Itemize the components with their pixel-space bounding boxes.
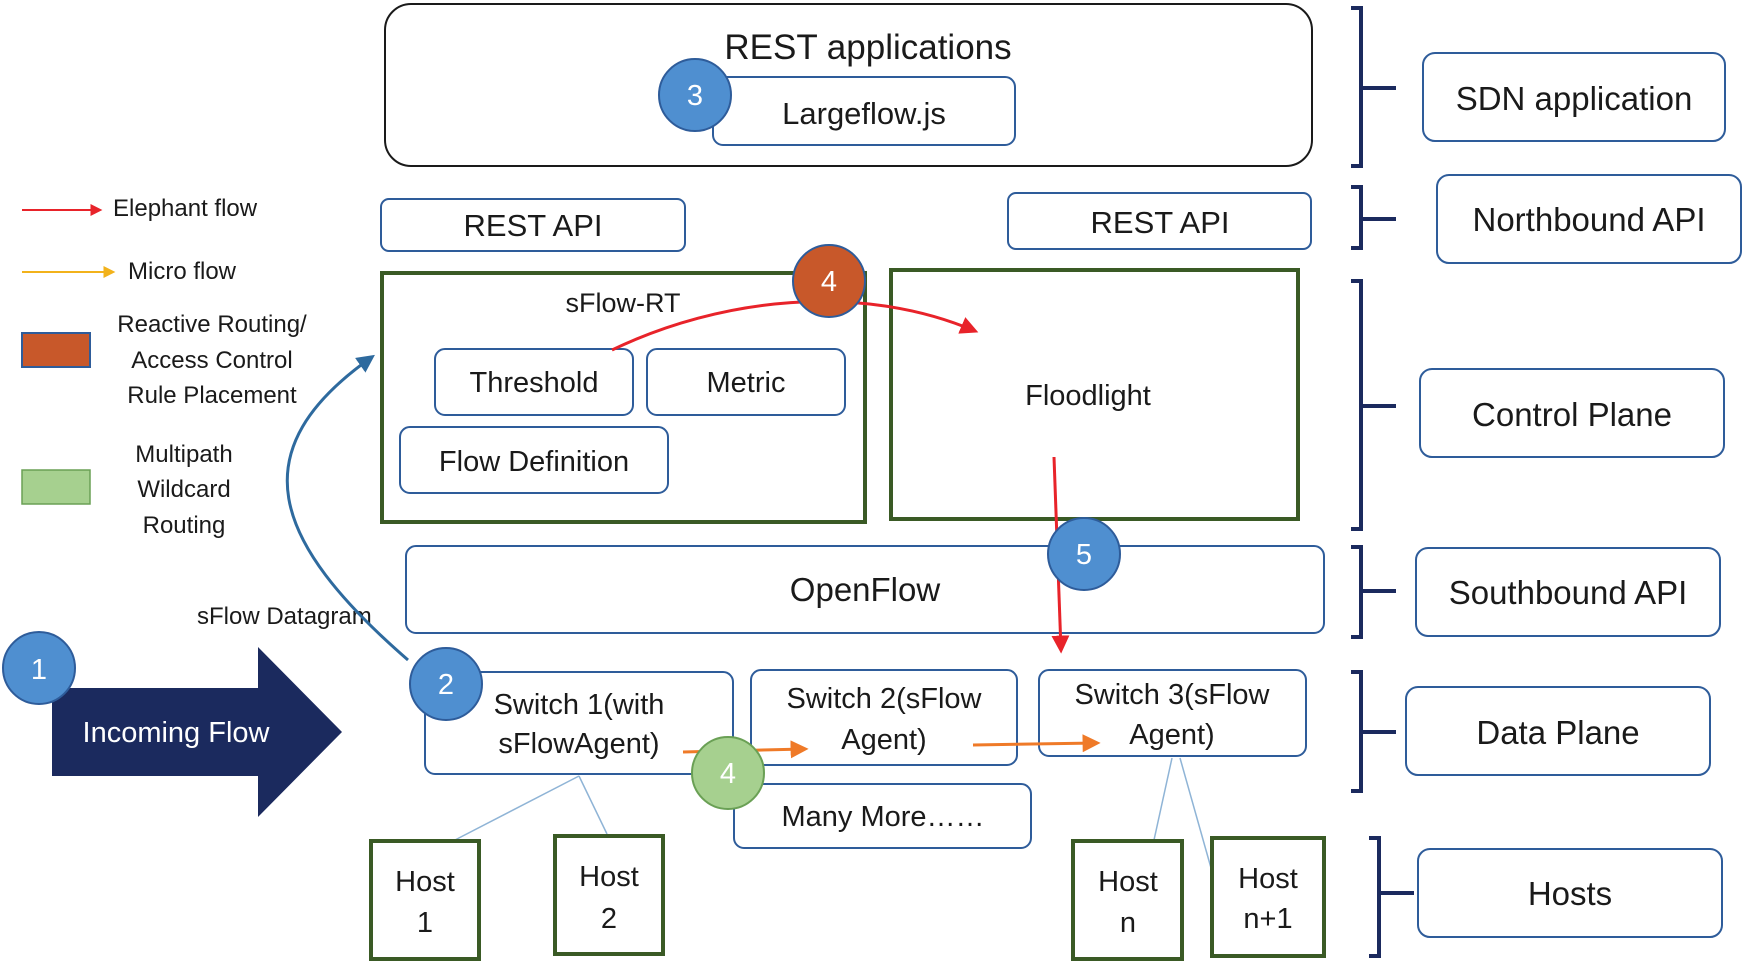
openflow-label: OpenFlow	[790, 571, 941, 608]
switch-1-box	[424, 671, 734, 775]
legend-reactive-line2: Access Control	[131, 347, 292, 374]
many-more-box	[733, 783, 1032, 849]
link-switch1-host2	[578, 775, 608, 835]
step-5-marker: 5	[1047, 517, 1121, 591]
switch-1-line1: Switch 1(with	[494, 689, 665, 721]
step-1-number: 1	[31, 654, 47, 686]
legend-elephant-flow: Elephant flow	[113, 195, 258, 222]
layer-control-plane-label: Control Plane	[1472, 396, 1672, 433]
rest-api-left-box	[380, 198, 686, 252]
layer-hosts-label: Hosts	[1528, 875, 1612, 912]
step-3-number: 3	[687, 80, 703, 112]
flow-definition-box	[399, 426, 669, 494]
legend-reactive-line1: Reactive Routing/	[117, 311, 307, 338]
layer-sdn-application-box	[1422, 52, 1726, 142]
host-2-box	[553, 834, 665, 956]
link-switch3-hostn1	[1179, 757, 1214, 876]
switch-3-line1: Switch 3(sFlow	[1075, 679, 1271, 711]
metric-box	[646, 348, 846, 416]
brace-control-plane	[1351, 279, 1396, 531]
step-2-marker: 2	[409, 647, 483, 721]
host-n-box	[1071, 839, 1184, 961]
step-5-number: 5	[1076, 539, 1092, 571]
step-1-marker: 1	[2, 631, 76, 705]
brace-hosts	[1369, 836, 1414, 958]
host-1-line1: Host	[395, 866, 455, 898]
legend-multipath-line2: Wildcard	[137, 476, 230, 503]
legend-micro-flow: Micro flow	[128, 258, 237, 285]
switch-3-line2: Agent)	[1129, 719, 1214, 751]
layer-data-plane-label: Data Plane	[1476, 714, 1639, 751]
host-n-plus-1-line2: n+1	[1243, 903, 1292, 935]
host-n-plus-1-box	[1210, 836, 1326, 958]
switch-2-line1: Switch 2(sFlow	[787, 683, 983, 715]
step-3-marker: 3	[658, 58, 732, 132]
step-4-control-marker: 4	[792, 244, 866, 318]
layer-northbound-api-box	[1436, 174, 1742, 264]
host-1-box	[369, 839, 481, 961]
brace-data-plane	[1351, 670, 1396, 793]
switch-2-line2: Agent)	[841, 724, 926, 756]
host-2-line2: 2	[601, 903, 617, 935]
link-switch3-hostn	[1153, 757, 1173, 841]
switch-1-line2: sFlowAgent)	[498, 728, 659, 760]
layer-sdn-application-label: SDN application	[1456, 80, 1693, 117]
step-2-number: 2	[438, 669, 454, 701]
host-n-line1: Host	[1098, 866, 1158, 898]
host-n-plus-1-line1: Host	[1238, 863, 1298, 895]
layer-northbound-api-label: Northbound API	[1473, 201, 1706, 238]
rest-api-right-label: REST API	[1091, 205, 1230, 240]
legend-reactive-line3: Rule Placement	[127, 382, 297, 409]
metric-label: Metric	[707, 367, 786, 399]
flow-definition-label: Flow Definition	[439, 446, 629, 478]
layer-hosts-box	[1417, 848, 1723, 938]
host-links	[454, 757, 1214, 876]
layer-data-plane-box	[1405, 686, 1711, 776]
rest-api-right-box	[1007, 192, 1312, 250]
brace-northbound-api	[1351, 185, 1396, 250]
layer-braces	[1351, 6, 1414, 958]
layer-southbound-api-box	[1415, 547, 1721, 637]
threshold-box	[434, 348, 634, 416]
layer-southbound-api-label: Southbound API	[1449, 574, 1688, 611]
reactive-routing-swatch	[21, 332, 91, 368]
switch-3-box	[1038, 669, 1307, 757]
host-n-line2: n	[1120, 907, 1136, 939]
brace-sdn-application	[1351, 6, 1396, 168]
many-more-label: Many More……	[781, 801, 984, 833]
step-4-data-number: 4	[720, 758, 736, 790]
rest-api-left-label: REST API	[464, 208, 603, 243]
multipath-routing-swatch	[21, 469, 91, 505]
host-1-line2: 1	[417, 907, 433, 939]
brace-southbound-api	[1351, 545, 1396, 639]
switch-2-box	[750, 669, 1018, 766]
legend-multipath-line1: Multipath	[135, 441, 232, 468]
floodlight-label: Floodlight	[1025, 380, 1151, 412]
incoming-flow-label: Incoming Flow	[83, 717, 271, 749]
incoming-flow-arrow	[52, 647, 342, 817]
threshold-label: Threshold	[470, 367, 599, 399]
legend-multipath-line3: Routing	[143, 512, 226, 539]
rest-applications-title: REST applications	[724, 28, 1011, 67]
step-4-control-number: 4	[821, 266, 837, 298]
layer-control-plane-box	[1419, 368, 1725, 458]
step-4-data-marker: 4	[691, 736, 765, 810]
largeflow-js-label: Largeflow.js	[782, 96, 946, 131]
sflow-datagram-arrow	[285, 354, 409, 662]
legend: Elephant flow Micro flow Reactive Routin…	[21, 195, 307, 539]
host-2-line1: Host	[579, 861, 639, 893]
sflow-datagram-label: sFlow Datagram	[197, 603, 372, 630]
floodlight-box	[889, 268, 1300, 521]
micro-flow-switch2-to-switch3	[972, 734, 1101, 753]
sflow-rt-title: sFlow-RT	[565, 288, 680, 318]
elephant-flow-threshold-to-floodlight	[611, 300, 979, 352]
link-switch1-host1	[454, 775, 580, 841]
